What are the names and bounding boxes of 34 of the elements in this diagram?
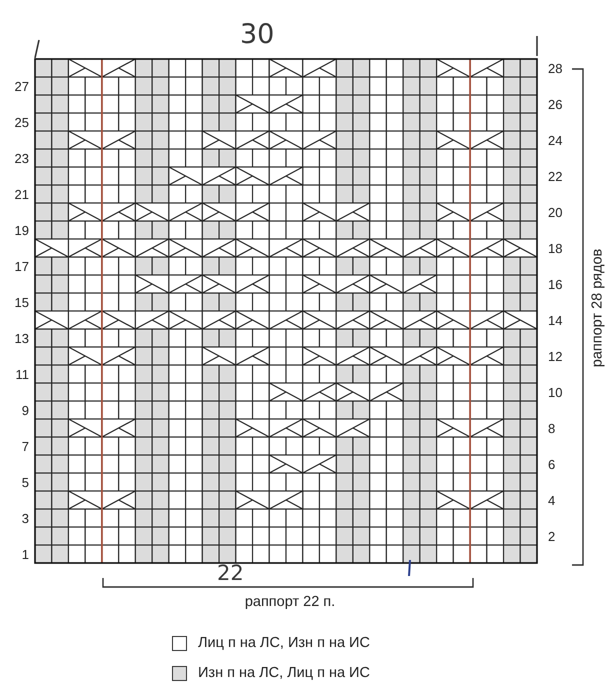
row-number: 26	[548, 96, 562, 112]
repeat-label: раппорт 22 п.	[244, 594, 336, 611]
row-number: 16	[548, 276, 562, 292]
row-number: 9	[22, 402, 29, 418]
row-number: 20	[548, 204, 562, 220]
row-number: 28	[548, 60, 562, 76]
row-number: 17	[14, 258, 29, 274]
row-number: 10	[548, 384, 562, 400]
row-number: 11	[16, 366, 29, 382]
legend-label: Изн п на ЛС, Лиц п на ИС	[198, 665, 370, 682]
row-number: 7	[22, 438, 29, 454]
row-number: 23	[14, 150, 29, 166]
row-number: 8	[548, 420, 556, 436]
row-number: 2	[548, 528, 556, 544]
row-number: 6	[548, 456, 556, 472]
row-number: 25	[14, 114, 29, 130]
row-number: 5	[22, 474, 29, 490]
repeat-label: раппорт 28 рядов	[590, 248, 606, 368]
row-number: 15	[14, 294, 29, 310]
row-number: 12	[548, 348, 562, 364]
row-number: 19	[14, 222, 29, 238]
row-number: 21	[14, 186, 29, 202]
row-number: 24	[548, 132, 562, 148]
row-number: 3	[22, 510, 29, 526]
legend-label: Лиц п на ЛС, Изн п на ИС	[198, 635, 370, 652]
row-number: 4	[548, 492, 556, 508]
row-number: 27	[14, 78, 29, 94]
stitch-count: 22	[217, 562, 244, 584]
row-number: 22	[548, 168, 562, 184]
row-number: 14	[548, 312, 562, 328]
stitch-count: 30	[240, 20, 274, 50]
row-number: 13	[14, 330, 29, 346]
row-number: 1	[22, 546, 29, 562]
row-number: 18	[548, 240, 562, 256]
